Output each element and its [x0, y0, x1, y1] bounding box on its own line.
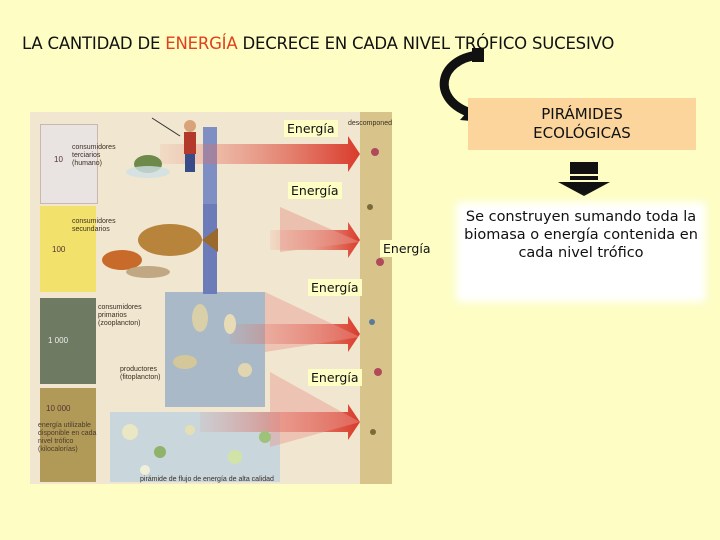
carp	[138, 224, 202, 256]
zooplankton-area	[165, 292, 265, 407]
level-number: 1 000	[48, 336, 69, 345]
energy-label: Energía	[380, 240, 434, 257]
slide-title: LA CANTIDAD DE ENERGÍA DECRECE EN CADA N…	[22, 34, 614, 53]
description-text: Se construyen sumando toda la biomasa o …	[462, 208, 700, 296]
bottom-note: energía utilizable disponible en cada ni…	[38, 422, 97, 453]
energy-arrow-1	[160, 136, 360, 172]
energy-arrow-3	[230, 316, 360, 352]
level-label: productores (fitoplancton)	[120, 366, 161, 381]
level-bar-tertiary	[40, 124, 98, 204]
title-highlight: ENERGÍA	[165, 34, 238, 53]
energy-pyramid-figure: 10 100 1 000 10 000 consumidores terciar…	[30, 112, 392, 484]
energy-label: Energía	[308, 369, 362, 386]
level-bar-primary	[40, 298, 96, 384]
level-bar-secondary	[40, 206, 96, 292]
title-part-1: LA CANTIDAD DE	[22, 34, 166, 53]
energy-label: Energía	[284, 120, 338, 137]
energy-arrow-4	[200, 404, 360, 440]
pyramid-title-line-2: ECOLÓGICAS	[533, 124, 631, 142]
level-label: consumidores secundarios	[72, 218, 116, 233]
pyramid-title-box: PIRÁMIDES ECOLÓGICAS	[468, 98, 696, 150]
curved-arrow-icon	[439, 50, 479, 117]
level-label: consumidores primarios (zooplancton)	[98, 304, 142, 327]
down-arrow-icon	[558, 162, 610, 196]
title-part-2: DECRECE EN CADA NIVEL TRÓFICO SUCESIVO	[237, 34, 615, 53]
figure-footer-caption: pirámide de flujo de energía de alta cal…	[140, 476, 274, 483]
energy-label: Energía	[288, 182, 342, 199]
level-number: 100	[52, 245, 66, 254]
decomposer-label: descomponedores	[348, 120, 392, 127]
fisherman-head	[184, 120, 196, 132]
decomposer-column	[360, 112, 392, 484]
level-number: 10 000	[46, 404, 71, 413]
energy-label: Energía	[308, 279, 362, 296]
level-number: 10	[54, 155, 63, 164]
striped-fish	[102, 250, 142, 270]
small-fish	[126, 266, 170, 278]
level-bar-producers	[40, 388, 96, 482]
level-label: consumidores terciarios (humano)	[72, 144, 116, 167]
pyramid-title-line-1: PIRÁMIDES	[541, 105, 623, 123]
